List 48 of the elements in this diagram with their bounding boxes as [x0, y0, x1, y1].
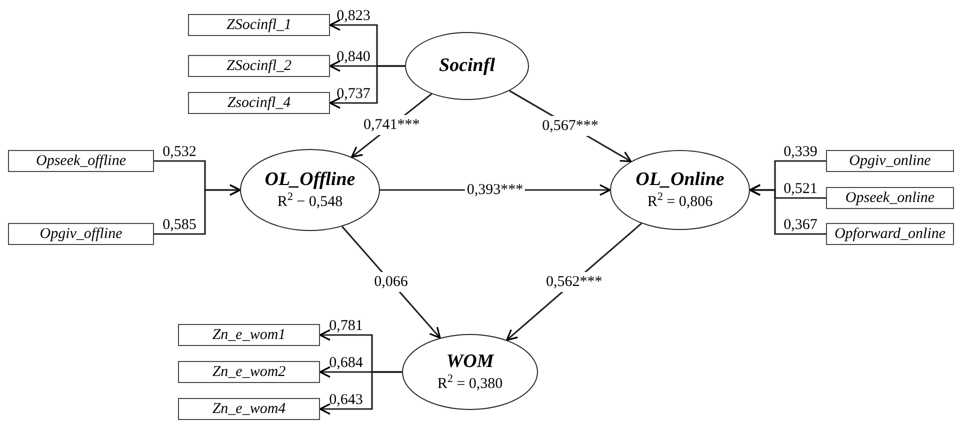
- edge-label: 0,643: [329, 392, 363, 408]
- edge-label: 0,532: [162, 144, 196, 160]
- variable-name: OL_Offline: [264, 168, 356, 192]
- arrow: [154, 184, 241, 235]
- indicator-box: [188, 55, 330, 77]
- indicator-box: [178, 398, 320, 420]
- arrow: [329, 65, 405, 109]
- edge-label: 0,567***: [540, 116, 600, 136]
- edge-label: 0,823: [336, 8, 370, 24]
- indicator-name: Opgiv_offline: [40, 225, 122, 244]
- r-squared-value: R$^{2}$ = 0,806: [647, 192, 713, 212]
- r-squared-value: R$^{2}$ = 0,380: [437, 374, 503, 394]
- indicator-box: [8, 150, 154, 172]
- indicator-box: [826, 223, 954, 245]
- edge-label: 0,684: [329, 355, 363, 371]
- edge-label: 0,066: [372, 272, 410, 292]
- arrow: [319, 371, 402, 415]
- indicator-name: Zsocinfl_4: [227, 94, 291, 113]
- variable-name: WOM: [446, 350, 494, 374]
- variable-name: OL_Online: [636, 168, 724, 192]
- indicator-box: [188, 92, 330, 114]
- indicator-name: ZSocinfl_2: [226, 57, 292, 76]
- indicator-name: Zn_e_wom4: [212, 400, 286, 419]
- indicator-name: Zn_e_wom1: [212, 326, 286, 345]
- edge-label: 0,741***: [362, 115, 422, 136]
- indicator-box: [188, 14, 330, 36]
- edge-label: 0,367: [784, 217, 818, 233]
- edge-label: 0,585: [162, 217, 196, 233]
- indicator-box: [826, 150, 954, 172]
- indicator-name: Zn_e_wom2: [212, 363, 286, 382]
- edge-label: 0,562***: [544, 272, 604, 292]
- indicator-name: Opforward_online: [834, 225, 946, 244]
- variable-name: Socinfl: [439, 54, 495, 78]
- r-squared-value: R$^{2}$ − 0,548: [277, 192, 343, 212]
- edge-label: 0,737: [336, 86, 370, 102]
- indicator-name: ZSocinfl_1: [226, 16, 292, 35]
- indicator-name: Opseek_offline: [36, 152, 126, 171]
- edge-label: 0,840: [336, 49, 370, 65]
- indicator-box: [8, 223, 154, 245]
- indicator-name: Opgiv_online: [849, 152, 931, 171]
- indicator-name: Opseek_online: [845, 189, 935, 208]
- arrow: [749, 184, 826, 235]
- edge-label: 0,521: [784, 181, 818, 197]
- indicator-box: [178, 361, 320, 383]
- edge-label: 0,339: [784, 144, 818, 160]
- indicator-box: [178, 324, 320, 346]
- indicator-box: [826, 187, 954, 209]
- edge-label: 0,781: [329, 318, 363, 334]
